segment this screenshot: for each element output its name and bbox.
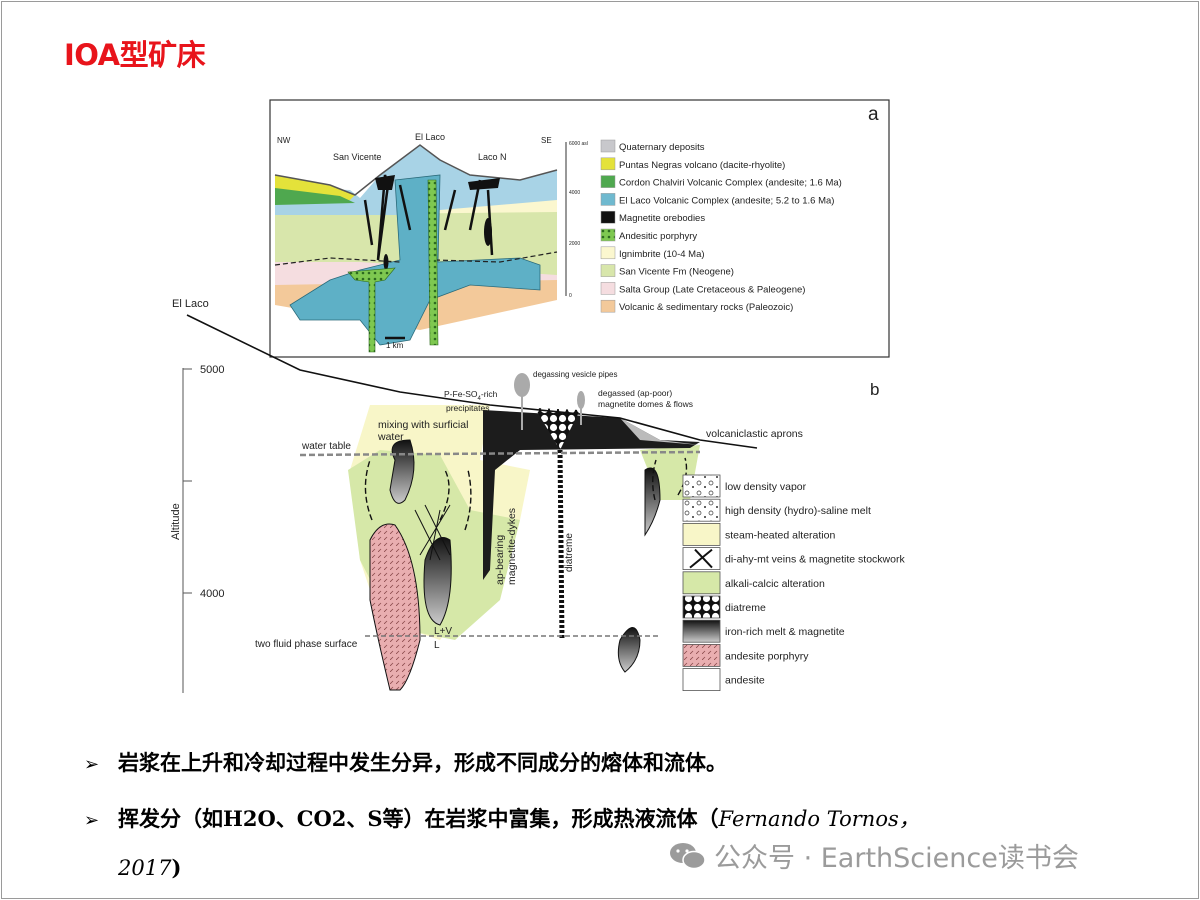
label-lv: L+V [434,626,452,637]
legend-a-swatch [600,157,616,171]
legend-a-swatch [600,299,616,313]
legend-a-label: Volcanic & sedimentary rocks (Paleozoic) [619,302,793,313]
panel-a: a NW El Laco San Vicente Laco N SE [269,99,890,358]
legend-a-label: El Laco Volcanic Complex (andesite; 5.2 … [619,195,834,206]
legend-b-label: low density vapor [725,481,807,493]
label-mixing-2: water [377,431,404,443]
legend-b-label: high density (hydro)-saline melt [725,505,871,517]
label-dykes: ap-bearing [494,535,506,585]
cross-section-b [186,314,758,691]
label-degassed: degassed (ap-poor) [598,388,672,398]
panel-a-label: a [868,104,879,125]
legend-b-swatch [682,523,721,546]
bullet-2: ➢ 挥发分（如H2O、CO2、S等）在岩浆中富集，形成热液流体（Fernando … [84,795,1124,892]
annotations-b: degassing vesicle pipes P-Fe-SO4-rich pr… [255,370,803,651]
legend-b-label: iron-rich melt & magnetite [725,626,845,638]
label-degassing: degassing vesicle pipes [533,370,618,379]
label-dykes-2: magnetite-dykes [506,508,518,585]
elev-tick: 0 [569,293,572,299]
legend-a-swatch [600,175,616,188]
legend-b-swatch [682,571,721,595]
arrow-bullet-icon: ➢ [84,754,100,775]
wechat-icon [670,842,706,869]
legend-a-label: San Vicente Fm (Neogene) [619,267,734,278]
legend-a-label: Quaternary deposits [619,142,705,153]
legend-b-label: alkali-calcic alteration [725,578,825,590]
legend-a-label: Magnetite orebodies [619,213,705,224]
label-mixing: mixing with surficial [378,419,468,431]
legend-a-label: Cordon Chalviri Volcanic Complex (andesi… [619,178,842,189]
label-diatreme: diatreme [564,533,575,572]
legend-a-label: Andesitic porphyry [619,231,697,242]
citation-close: ) [171,855,182,880]
label-two-fluid: two fluid phase surface [255,639,358,650]
panel-b: El Laco b 5000 4000 Altitude [170,298,905,693]
bullet-1-text: 岩浆在上升和冷却过程中发生分异，形成不同成分的熔体和流体。 [118,750,727,775]
legend-a-swatch [600,139,616,153]
tick-4000: 4000 [200,588,224,600]
citation-author: Fernando Tornos， [718,807,920,831]
bullet-2-text: 挥发分（如H2O、CO2、S等）在岩浆中富集，形成热液流体（ [118,806,719,831]
scale-bar-label: 1 km [386,341,404,350]
label-degassed-2: magnetite domes & flows [598,399,693,409]
elevation-scale: 6000 asl 4000 2000 0 [565,141,588,299]
label-l: L [434,640,440,651]
bullet-1: ➢ 岩浆在上升和冷却过程中发生分异，形成不同成分的熔体和流体。 [84,747,727,777]
tick-5000: 5000 [200,364,224,376]
legend-b: low density vapor high density (hydro)-sa… [682,474,905,691]
elev-tick: 6000 asl [569,141,588,147]
watermark: 公众号 · EarthScience读书会 [668,836,1079,875]
legend-a-swatch [600,193,616,206]
legend-a-swatch [600,228,616,242]
label-nw: NW [277,136,291,145]
legend-b-swatch [682,668,721,691]
cross-section-a [274,144,558,353]
arrow-bullet-icon: ➢ [84,810,100,831]
label-laco-n: Laco N [478,152,507,162]
legend-b-label: diatreme [725,602,766,614]
legend-a-swatch [600,210,616,224]
elev-tick: 2000 [569,241,580,247]
legend-b-label: steam-heated alteration [725,529,835,541]
legend-b-label: andesite [725,675,765,687]
legend-b-swatch [682,644,721,667]
label-precipitates-2: precipitates [446,403,489,413]
label-se: SE [541,136,552,145]
legend-a-swatch [600,264,616,277]
watermark-text: 公众号 · EarthScience读书会 [714,843,1079,874]
legend-a-label: Puntas Negras volcano (dacite-rhyolite) [619,160,785,171]
altitude-label: Altitude [170,503,182,540]
slide-title: IOA型矿床 [64,38,206,72]
legend-a-label: Ignimbrite (10-4 Ma) [619,249,705,260]
legend-b-swatch [682,498,721,522]
legend-a-swatch [600,282,616,295]
label-san-vicente: San Vicente [333,152,381,162]
altitude-axis: 5000 4000 Altitude [170,364,224,693]
legend-a-swatch [600,246,616,260]
legend-b-swatch [682,595,721,619]
label-aprons: volcaniclastic aprons [706,428,803,440]
legend-b-swatch [682,619,721,643]
legend-a-label: Salta Group (Late Cretaceous & Paleogene… [619,284,805,295]
label-el-laco-a: El Laco [415,132,445,142]
label-el-laco-b: El Laco [172,298,209,310]
legend-b-label: andesite porphyry [725,650,809,662]
elev-tick: 4000 [569,190,580,196]
panel-b-label: b [870,380,879,399]
label-precipitates: P-Fe-SO4-rich [444,389,498,402]
legend-b-swatch [682,474,721,498]
citation-year: 2017 [118,856,172,880]
label-water-table: water table [301,441,351,452]
legend-b-label: di-ahy-mt veins & magnetite stockwork [725,554,905,566]
